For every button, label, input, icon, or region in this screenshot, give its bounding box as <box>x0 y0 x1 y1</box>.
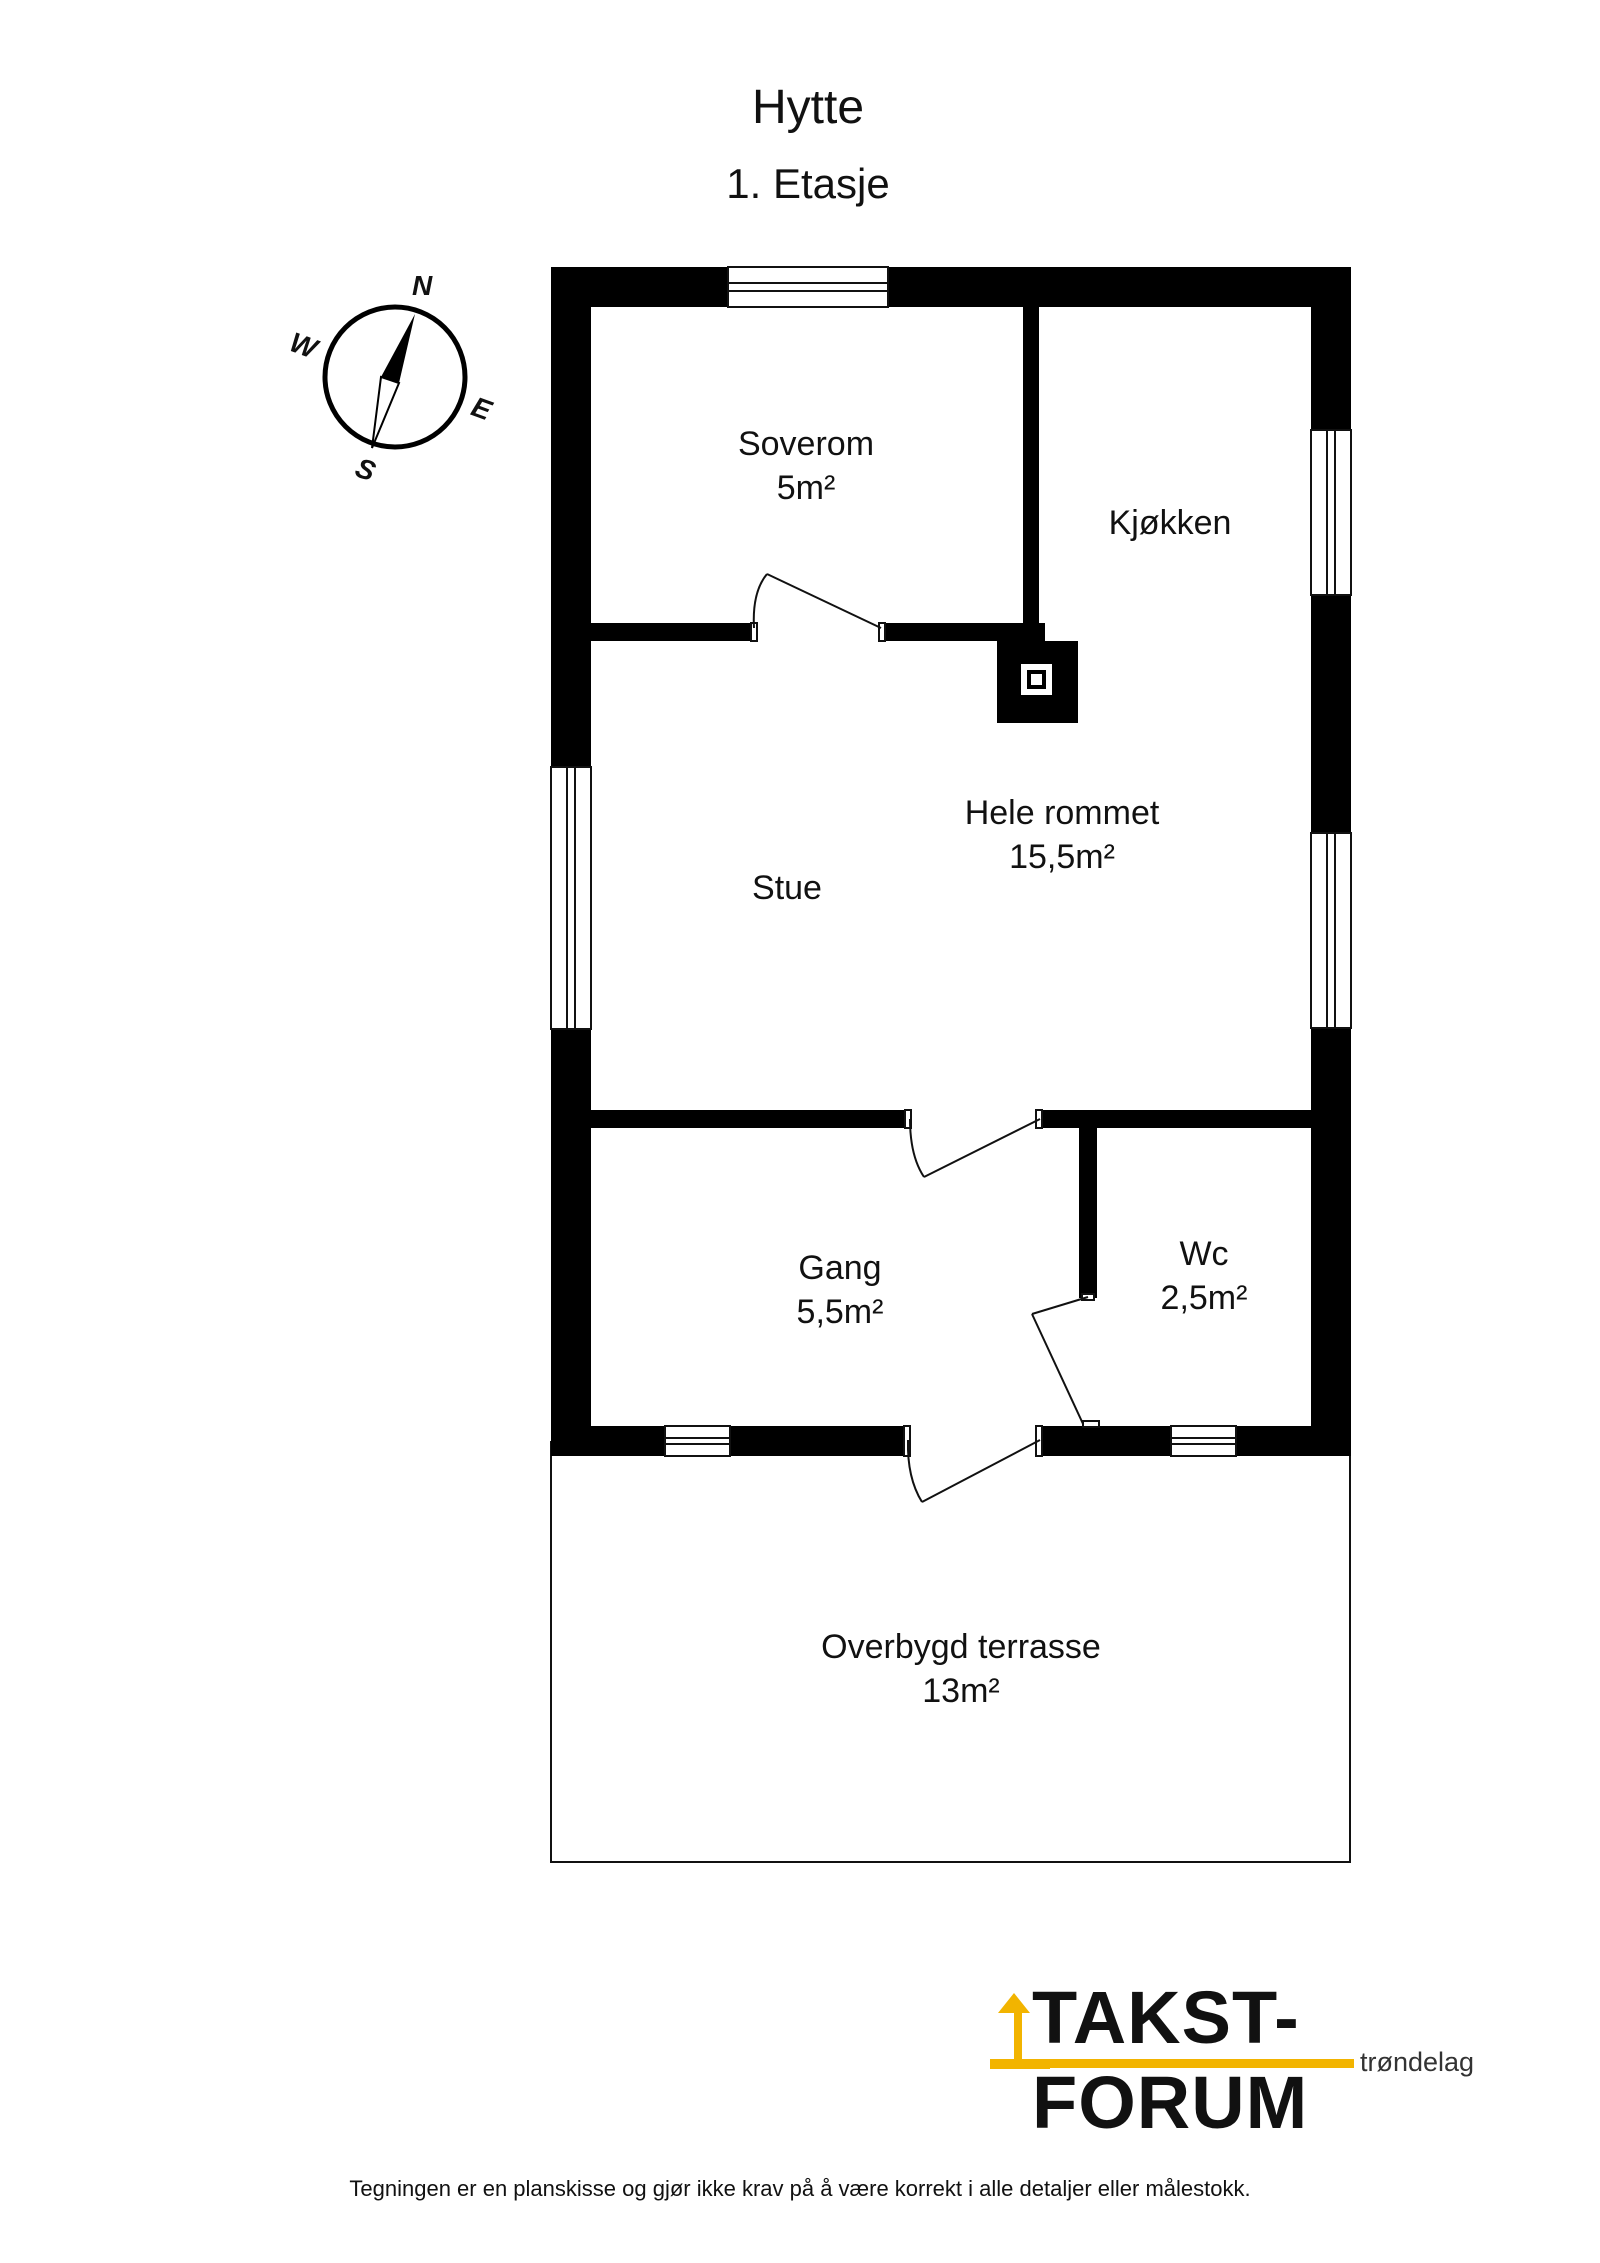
logo-underline <box>1014 2059 1354 2068</box>
windows <box>550 266 1352 1457</box>
compass-rose <box>322 304 468 450</box>
compass-north-label: N <box>412 270 433 301</box>
window-south-left <box>664 1425 731 1457</box>
room-terrasse-name: Overbygd terrasse <box>821 1628 1101 1666</box>
window-north <box>727 266 889 308</box>
room-hele-rommet-area: 15,5m² <box>1009 838 1115 876</box>
room-kjokken-name: Kjøkken <box>1108 504 1232 542</box>
window-east-upper <box>1310 429 1352 596</box>
room-terrasse: Overbygd terrasse 13m² <box>821 1625 1101 1713</box>
room-kjokken: Kjøkken <box>1109 501 1232 545</box>
window-west <box>550 766 592 1030</box>
logo-sub-text: trøndelag <box>1360 2047 1475 2077</box>
entrance-gap <box>909 1426 1040 1456</box>
room-stue-name: Stue <box>752 869 822 907</box>
room-wc: Wc 2,5m² <box>1161 1232 1248 1320</box>
takst-forum-logo: TAKST-FORUM trøndelag <box>990 1975 1530 2144</box>
room-gang: Gang 5,5m² <box>797 1246 884 1334</box>
room-gang-name: Gang <box>798 1249 882 1287</box>
room-soverom: Soverom 5m² <box>738 422 874 510</box>
window-south-right <box>1170 1425 1237 1457</box>
window-east-lower <box>1310 832 1352 1029</box>
room-soverom-name: Soverom <box>737 425 875 463</box>
page-title: Hytte <box>751 81 865 134</box>
room-wc-name: Wc <box>1179 1235 1229 1273</box>
floor-label: 1. Etasje <box>726 160 890 207</box>
room-soverom-area: 5m² <box>776 469 836 507</box>
room-hele-rommet-name: Hele rommet <box>964 794 1160 832</box>
disclaimer: Tegningen er en planskisse og gjør ikke … <box>349 2176 1251 2201</box>
interior-walls <box>591 307 1311 1298</box>
room-terrasse-area: 13m² <box>922 1672 1000 1710</box>
room-gang-area: 5,5m² <box>796 1293 884 1331</box>
room-wc-area: 2,5m² <box>1160 1279 1248 1317</box>
doors <box>750 573 1100 1503</box>
room-stue: Stue <box>752 866 822 910</box>
logo-main-text: TAKST-FORUM <box>1032 1976 1309 2144</box>
room-hele-rommet: Hele rommet 15,5m² <box>965 791 1160 879</box>
